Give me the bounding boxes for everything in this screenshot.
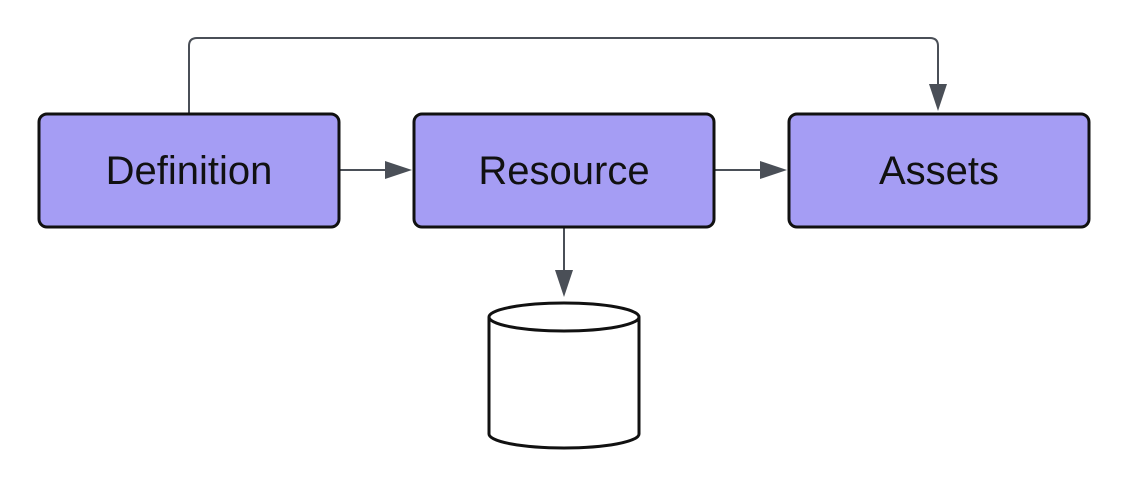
edge-definition-to-resource bbox=[340, 161, 412, 179]
node-definition-label: Definition bbox=[106, 149, 273, 193]
database-cylinder-top bbox=[487, 301, 641, 333]
node-resource[interactable]: Resource bbox=[412, 112, 716, 229]
node-resource-label: Resource bbox=[478, 149, 649, 193]
node-assets[interactable]: Assets bbox=[787, 112, 1091, 229]
edge-definition-to-assets bbox=[188, 37, 947, 113]
edge-resource-to-assets bbox=[715, 161, 787, 179]
edge-definition-to-assets-arrowhead bbox=[929, 84, 947, 111]
database-cylinder-icon[interactable] bbox=[487, 301, 641, 450]
edge-resource-to-storage bbox=[555, 228, 573, 297]
node-definition[interactable]: Definition bbox=[37, 112, 341, 229]
database-cylinder-body bbox=[487, 317, 641, 450]
node-definition-box bbox=[37, 112, 341, 229]
edge-definition-to-resource-arrowhead bbox=[385, 161, 412, 179]
node-assets-label: Assets bbox=[879, 149, 999, 193]
node-resource-box bbox=[412, 112, 716, 229]
edge-resource-to-assets-arrowhead bbox=[760, 161, 787, 179]
node-assets-box bbox=[787, 112, 1091, 229]
edge-resource-to-storage-arrowhead bbox=[555, 270, 573, 297]
